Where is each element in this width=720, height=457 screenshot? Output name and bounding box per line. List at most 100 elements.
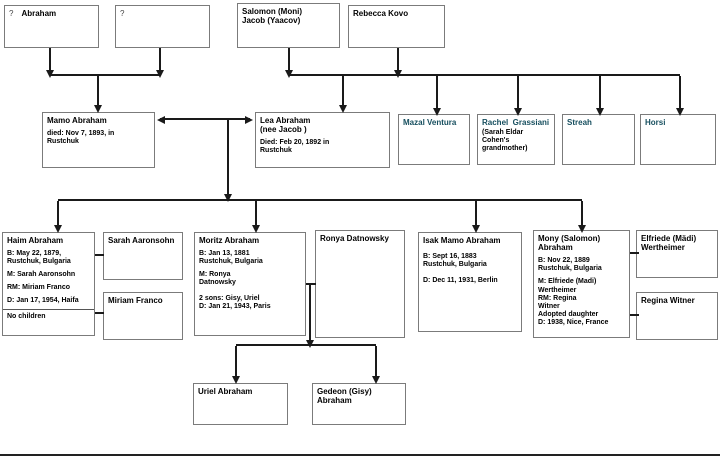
- person-name: Mazal Ventura: [403, 118, 457, 127]
- connector-line: [160, 118, 250, 120]
- marriage-info: M: Elfriede (Madi) Wertheimer: [538, 278, 597, 294]
- connector-line: [309, 285, 311, 343]
- person-box-elfriede-wertheimer[interactable]: Elfriede (Mädi) Wertheimer: [636, 230, 718, 278]
- connector-line: [581, 201, 583, 231]
- person-box-lea-abraham[interactable]: Lea Abraham (nee Jacob ) Died: Feb 20, 1…: [255, 112, 390, 168]
- birth-info: B: Nov 22, 1889 Rustchuk, Bulgaria: [538, 257, 602, 273]
- death-info: D: Jan 17, 1954, Haifa: [7, 297, 79, 305]
- relation-note: (Sarah Eldar Cohen's grandmother): [482, 129, 528, 153]
- person-box-mazal-ventura[interactable]: Mazal Ventura: [398, 114, 470, 165]
- person-box-ronya-datnowsky[interactable]: Ronya Datnowsky: [315, 230, 405, 338]
- connector-line: [599, 76, 601, 112]
- connector-line: [679, 76, 681, 112]
- connector-line: [95, 254, 104, 256]
- person-name: Rebecca Kovo: [353, 9, 409, 18]
- person-box-regina-witner[interactable]: Regina Witner: [636, 292, 718, 340]
- connector-line: [95, 312, 104, 314]
- marriage-info: M: Sarah Aaronsohn: [7, 271, 76, 279]
- remarriage-info: RM: Regina Witner: [538, 294, 577, 310]
- person-box-uriel-abraham[interactable]: Uriel Abraham: [193, 383, 288, 425]
- connector-arrow-icon: [252, 225, 260, 233]
- sons-note: 2 sons: Gisy, Uriel: [199, 295, 260, 303]
- person-box-mony-abraham[interactable]: Mony (Salomon) Abraham B: Nov 22, 1889 R…: [533, 230, 630, 338]
- person-box-isak-mamo-abraham[interactable]: Isak Mamo Abraham B: Sept 16, 1883 Rustc…: [418, 232, 522, 332]
- connector-line: [255, 201, 257, 231]
- connector-arrow-icon: [676, 108, 684, 116]
- connector-line: [517, 76, 519, 112]
- person-name-text: Abraham: [21, 9, 57, 18]
- person-name: Sarah Aaronsohn: [108, 236, 175, 245]
- section-divider: [3, 309, 94, 311]
- person-name: ?: [120, 9, 205, 18]
- connector-arrow-icon: [596, 108, 604, 116]
- connector-arrow-icon: [157, 116, 165, 124]
- person-box-gedeon-abraham[interactable]: Gedeon (Gisy) Abraham: [312, 383, 406, 425]
- connector-line: [159, 48, 161, 75]
- connector-arrow-icon: [394, 70, 402, 78]
- connector-line: [630, 252, 639, 254]
- page-border-bottom: [0, 454, 720, 456]
- connector-arrow-icon: [232, 376, 240, 384]
- connector-line: [227, 120, 229, 198]
- person-box-moritz-abraham[interactable]: Moritz Abraham B: Jan 13, 1881 Rustchuk,…: [194, 232, 306, 336]
- person-name: Elfriede (Mädi) Wertheimer: [641, 234, 697, 253]
- person-box-miriam-franco[interactable]: Miriam Franco: [103, 292, 183, 340]
- birth-info: B: Jan 13, 1881 Rustchuk, Bulgaria: [199, 250, 263, 266]
- connector-arrow-icon: [285, 70, 293, 78]
- person-name: Rachel Grassiani: [482, 118, 550, 127]
- connector-line: [57, 201, 59, 231]
- person-box-rachel-grassiani[interactable]: Rachel Grassiani (Sarah Eldar Cohen's gr…: [477, 114, 555, 165]
- connector-arrow-icon: [224, 194, 232, 202]
- person-name: Mony (Salomon) Abraham: [538, 234, 601, 253]
- person-name: Uriel Abraham: [198, 387, 253, 396]
- person-name: Regina Witner: [641, 296, 695, 305]
- person-box-mamo-abraham[interactable]: Mamo Abraham died: Nov 7, 1893, in Rustc…: [42, 112, 155, 168]
- person-box-rebecca-kovo[interactable]: Rebecca Kovo: [348, 5, 445, 48]
- person-box-sarah-aaronsohn[interactable]: Sarah Aaronsohn: [103, 232, 183, 280]
- death-info: died: Nov 7, 1893, in Rustchuk: [47, 130, 115, 146]
- connector-line: [288, 48, 290, 75]
- person-name: Streah: [567, 118, 592, 127]
- death-info: D: Jan 21, 1943, Paris: [199, 303, 271, 311]
- connector-arrow-icon: [245, 116, 253, 124]
- connector-arrow-icon: [156, 70, 164, 78]
- unknown-mark: ?: [120, 9, 125, 18]
- connector-line: [397, 48, 399, 75]
- person-box-horsi[interactable]: Horsi: [640, 114, 716, 165]
- person-name: Salomon (Moni) Jacob (Yaacov): [242, 7, 302, 26]
- connector-arrow-icon: [472, 225, 480, 233]
- children-note: No children: [7, 313, 46, 321]
- adopted-note: Adopted daughter: [538, 310, 599, 318]
- person-box-unknown-father[interactable]: ?Abraham: [4, 5, 99, 48]
- connector-arrow-icon: [339, 105, 347, 113]
- connector-arrow-icon: [54, 225, 62, 233]
- connector-arrow-icon: [372, 376, 380, 384]
- connector-arrow-icon: [433, 108, 441, 116]
- person-name: Mamo Abraham: [47, 116, 107, 125]
- person-box-haim-abraham[interactable]: Haim Abraham B: May 22, 1879, Rustchuk, …: [2, 232, 95, 336]
- connector-line: [235, 346, 237, 381]
- person-name: ?Abraham: [9, 9, 94, 18]
- birth-info: B: May 22, 1879, Rustchuk, Bulgaria: [7, 250, 71, 266]
- death-info: D: 1938, Nice, France: [538, 318, 609, 326]
- person-name: Horsi: [645, 118, 666, 127]
- person-box-salomon-jacob[interactable]: Salomon (Moni) Jacob (Yaacov): [237, 3, 340, 48]
- connector-line: [306, 283, 316, 285]
- connector-line: [342, 76, 344, 110]
- person-name: Haim Abraham: [7, 236, 64, 245]
- person-name: Isak Mamo Abraham: [423, 236, 501, 245]
- person-name: Ronya Datnowsky: [320, 234, 389, 243]
- person-box-streah[interactable]: Streah: [562, 114, 635, 165]
- connector-line: [97, 76, 99, 110]
- person-name: Moritz Abraham: [199, 236, 260, 245]
- connector-arrow-icon: [46, 70, 54, 78]
- connector-line: [630, 314, 639, 316]
- marriage-info: M: Ronya Datnowsky: [199, 271, 236, 287]
- connector-arrow-icon: [578, 225, 586, 233]
- death-info: Died: Feb 20, 1892 in Rustchuk: [260, 139, 330, 155]
- person-box-unknown-mother[interactable]: ?: [115, 5, 210, 48]
- birth-info: B: Sept 16, 1883 Rustchuk, Bulgaria: [423, 253, 487, 269]
- connector-line: [475, 201, 477, 231]
- connector-line: [289, 74, 680, 76]
